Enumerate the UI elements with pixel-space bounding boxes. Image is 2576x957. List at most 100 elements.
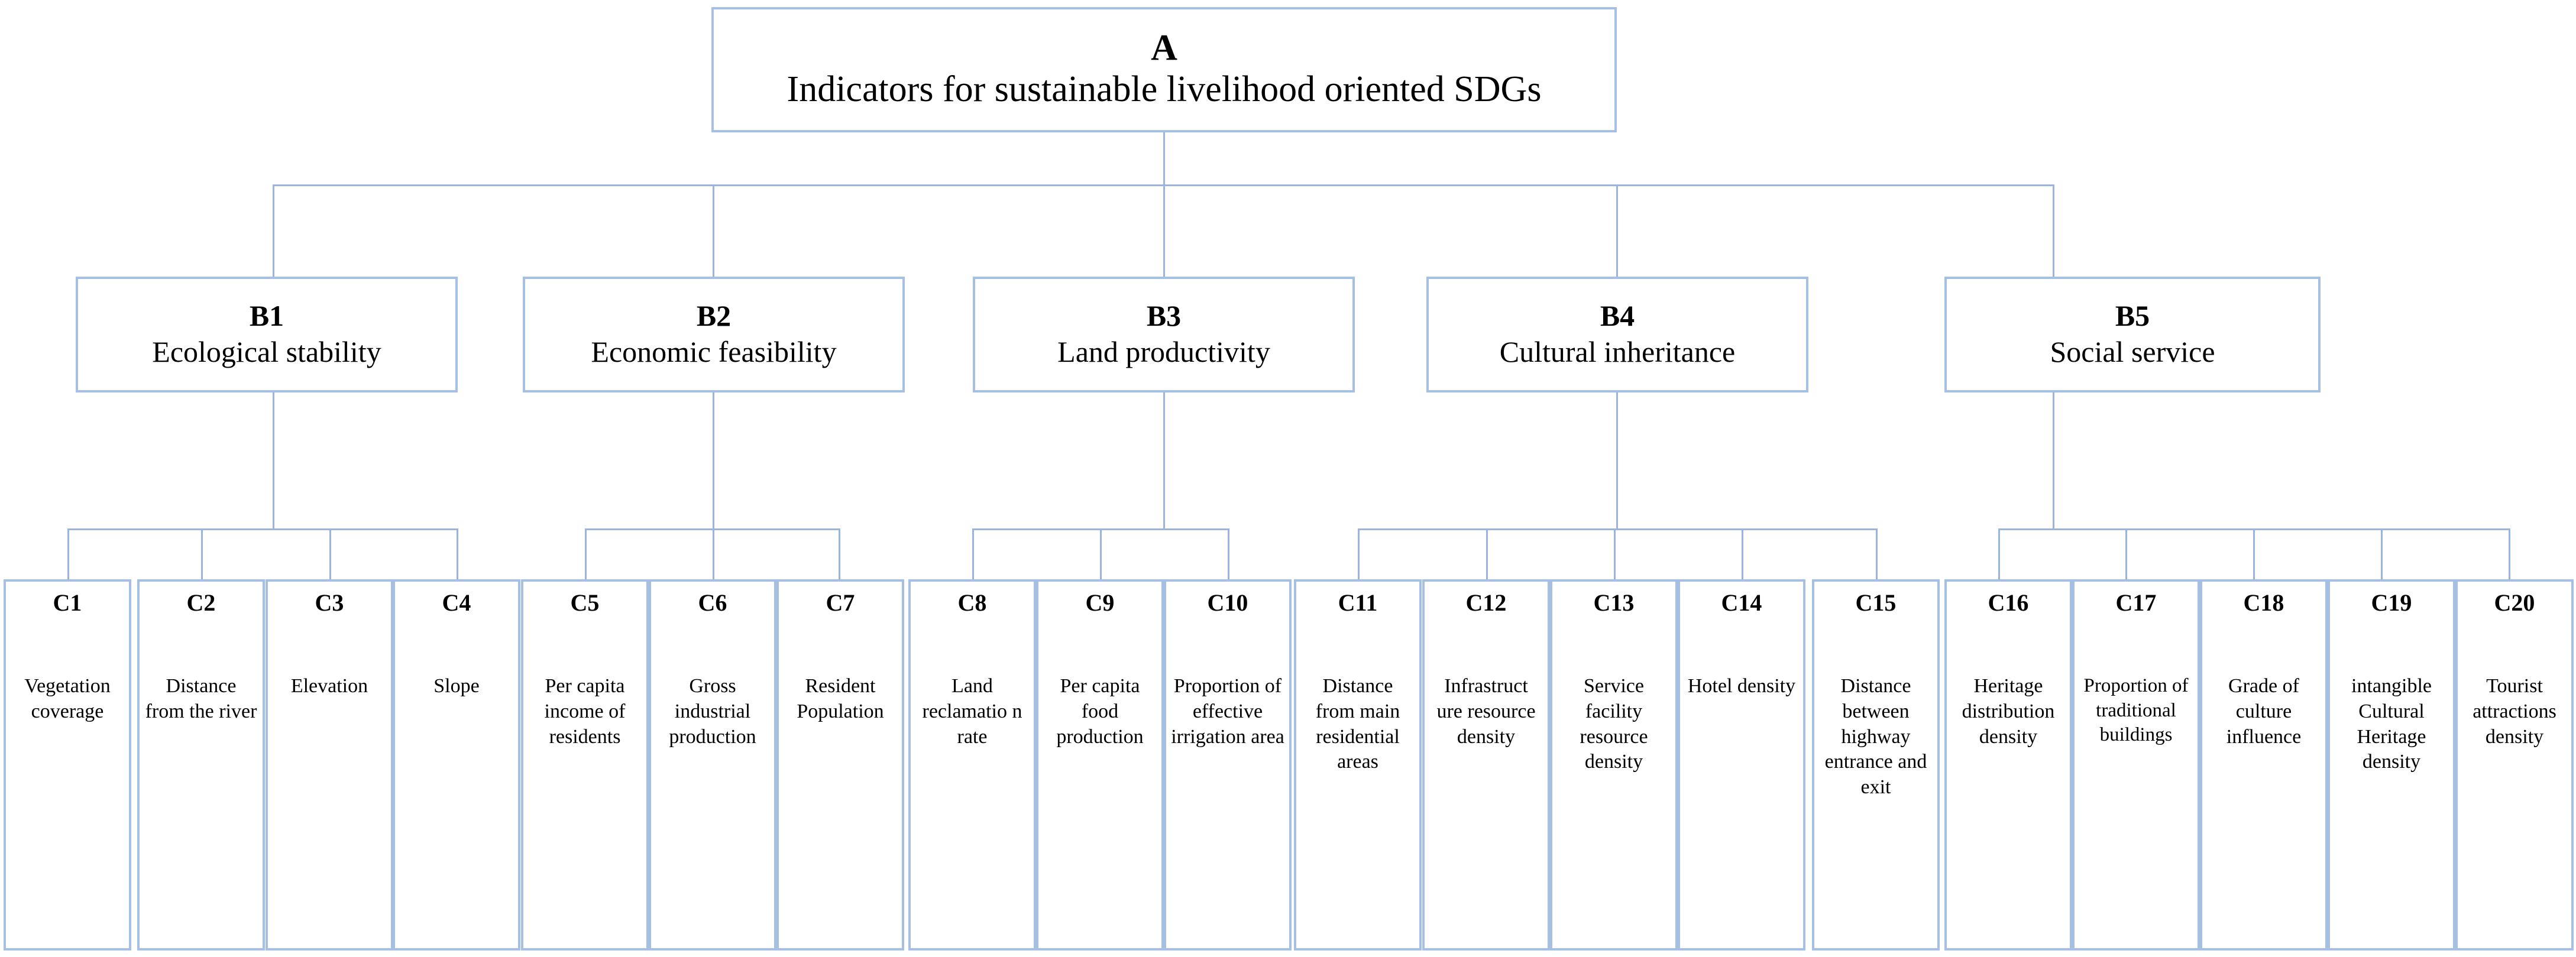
node-c15-label: Distance between highway entrance and ex… bbox=[1824, 675, 1927, 799]
connector-b4-drop bbox=[1616, 184, 1618, 278]
node-criteria-b4[interactable]: B4 Cultural inheritance bbox=[1426, 277, 1808, 392]
connector-c13-drop bbox=[1614, 528, 1616, 580]
node-c8-code: C8 bbox=[957, 589, 987, 616]
node-b1-code: B1 bbox=[249, 299, 284, 332]
node-c13-label: Service facility resource density bbox=[1580, 675, 1648, 773]
node-c6-code: C6 bbox=[698, 589, 727, 616]
node-c3-label: Elevation bbox=[290, 675, 368, 697]
node-indicator-c5[interactable]: C5 Per capita income of residents bbox=[521, 579, 649, 950]
node-indicator-c12[interactable]: C12 Infrastruct ure resource density bbox=[1422, 579, 1550, 950]
node-indicator-c7[interactable]: C7 Resident Population bbox=[776, 579, 904, 950]
connector-c12-drop bbox=[1486, 528, 1488, 580]
node-c11-label: Distance from main residential areas bbox=[1315, 675, 1400, 773]
connector-b4c-bus bbox=[1358, 528, 1877, 530]
connector-c9-drop bbox=[1100, 528, 1102, 580]
node-b4-label: Cultural inheritance bbox=[1499, 335, 1736, 369]
node-b1-label: Ecological stability bbox=[152, 335, 381, 369]
connector-c2-drop bbox=[201, 528, 203, 580]
node-indicator-c9[interactable]: C9 Per capita food production bbox=[1036, 579, 1164, 950]
node-root-a[interactable]: A Indicators for sustainable livelihood … bbox=[711, 7, 1617, 132]
node-indicator-c4[interactable]: C4 Slope bbox=[393, 579, 520, 950]
connector-b2-drop bbox=[713, 184, 714, 278]
node-c18-code: C18 bbox=[2243, 589, 2284, 616]
connector-c3-drop bbox=[329, 528, 331, 580]
connector-c19-drop bbox=[2381, 528, 2383, 580]
connector-c1-drop bbox=[67, 528, 69, 580]
node-root-label: Indicators for sustainable livelihood or… bbox=[787, 69, 1542, 109]
node-c9-label: Per capita food production bbox=[1056, 675, 1144, 748]
connector-b4-stem bbox=[1616, 392, 1618, 530]
node-indicator-c16[interactable]: C16 Heritage distribution density bbox=[1944, 579, 2072, 950]
node-c15-code: C15 bbox=[1855, 589, 1897, 616]
node-indicator-c14[interactable]: C14 Hotel density bbox=[1678, 579, 1805, 950]
node-c17-label: Proportion of traditional buildings bbox=[2083, 675, 2189, 746]
node-c18-label: Grade of culture influence bbox=[2226, 675, 2302, 748]
node-c13-code: C13 bbox=[1593, 589, 1635, 616]
connector-c11-drop bbox=[1358, 528, 1360, 580]
node-b2-code: B2 bbox=[696, 299, 732, 332]
node-c19-label: intangible Cultural Heritage density bbox=[2351, 675, 2432, 773]
node-c5-label: Per capita income of residents bbox=[544, 675, 626, 748]
node-c11-code: C11 bbox=[1338, 589, 1378, 616]
node-indicator-c1[interactable]: C1 Vegetation coverage bbox=[4, 579, 131, 950]
connector-c18-drop bbox=[2253, 528, 2255, 580]
node-c1-code: C1 bbox=[53, 589, 82, 616]
node-c17-code: C17 bbox=[2115, 589, 2157, 616]
connector-b1c-bus bbox=[67, 528, 458, 530]
node-c16-code: C16 bbox=[1988, 589, 2029, 616]
node-c2-label: Distance from the river bbox=[145, 675, 257, 722]
connector-c15-drop bbox=[1876, 528, 1878, 580]
node-c3-code: C3 bbox=[315, 589, 344, 616]
node-indicator-c6[interactable]: C6 Gross industrial production bbox=[649, 579, 776, 950]
connector-c8-drop bbox=[972, 528, 974, 580]
connector-c20-drop bbox=[2509, 528, 2510, 580]
node-indicator-c19[interactable]: C19 intangible Cultural Heritage density bbox=[2328, 579, 2455, 950]
connector-c6-drop bbox=[713, 528, 714, 580]
connector-c16-drop bbox=[1998, 528, 2000, 580]
connector-b5-drop bbox=[2053, 184, 2054, 278]
node-criteria-b5[interactable]: B5 Social service bbox=[1944, 277, 2321, 392]
node-criteria-b3[interactable]: B3 Land productivity bbox=[973, 277, 1355, 392]
node-c19-code: C19 bbox=[2371, 589, 2412, 616]
node-b3-code: B3 bbox=[1146, 299, 1182, 332]
node-criteria-b1[interactable]: B1 Ecological stability bbox=[76, 277, 458, 392]
connector-c4-drop bbox=[457, 528, 458, 580]
node-indicator-c17[interactable]: C17 Proportion of traditional buildings bbox=[2072, 579, 2200, 950]
node-indicator-c11[interactable]: C11 Distance from main residential areas bbox=[1294, 579, 1422, 950]
connector-b3-stem bbox=[1163, 392, 1165, 530]
connector-a-stem bbox=[1163, 132, 1165, 186]
node-indicator-c20[interactable]: C20 Tourist attractions density bbox=[2455, 579, 2574, 950]
node-b5-code: B5 bbox=[2115, 299, 2150, 332]
node-c7-code: C7 bbox=[826, 589, 855, 616]
node-indicator-c2[interactable]: C2 Distance from the river bbox=[137, 579, 265, 950]
node-indicator-c10[interactable]: C10 Proportion of effective irrigation a… bbox=[1164, 579, 1292, 950]
node-b3-label: Land productivity bbox=[1057, 335, 1270, 369]
node-b2-label: Economic feasibility bbox=[591, 335, 837, 369]
node-c4-label: Slope bbox=[433, 675, 480, 697]
node-c5-code: C5 bbox=[570, 589, 600, 616]
node-c10-code: C10 bbox=[1207, 589, 1248, 616]
node-indicator-c3[interactable]: C3 Elevation bbox=[266, 579, 393, 950]
node-criteria-b2[interactable]: B2 Economic feasibility bbox=[523, 277, 905, 392]
node-c7-label: Resident Population bbox=[797, 675, 884, 722]
node-c12-code: C12 bbox=[1465, 589, 1507, 616]
connector-b2-stem bbox=[713, 392, 714, 530]
node-c20-code: C20 bbox=[2494, 589, 2535, 616]
node-c1-label: Vegetation coverage bbox=[24, 675, 111, 722]
node-c14-code: C14 bbox=[1721, 589, 1762, 616]
connector-b1-stem bbox=[273, 392, 274, 530]
connector-b5-stem bbox=[2053, 392, 2054, 530]
node-indicator-c13[interactable]: C13 Service facility resource density bbox=[1550, 579, 1678, 950]
node-c20-label: Tourist attractions density bbox=[2473, 675, 2556, 748]
connector-c17-drop bbox=[2125, 528, 2127, 580]
node-b4-code: B4 bbox=[1600, 299, 1635, 332]
node-c2-code: C2 bbox=[186, 589, 216, 616]
node-indicator-c15[interactable]: C15 Distance between highway entrance an… bbox=[1812, 579, 1940, 950]
node-root-code: A bbox=[1151, 27, 1177, 68]
node-c8-label: Land reclamatio n rate bbox=[922, 675, 1022, 748]
connector-c5-drop bbox=[585, 528, 587, 580]
node-indicator-c8[interactable]: C8 Land reclamatio n rate bbox=[908, 579, 1036, 950]
connector-c7-drop bbox=[839, 528, 840, 580]
connector-b2c-bus bbox=[585, 528, 839, 530]
node-indicator-c18[interactable]: C18 Grade of culture influence bbox=[2200, 579, 2328, 950]
